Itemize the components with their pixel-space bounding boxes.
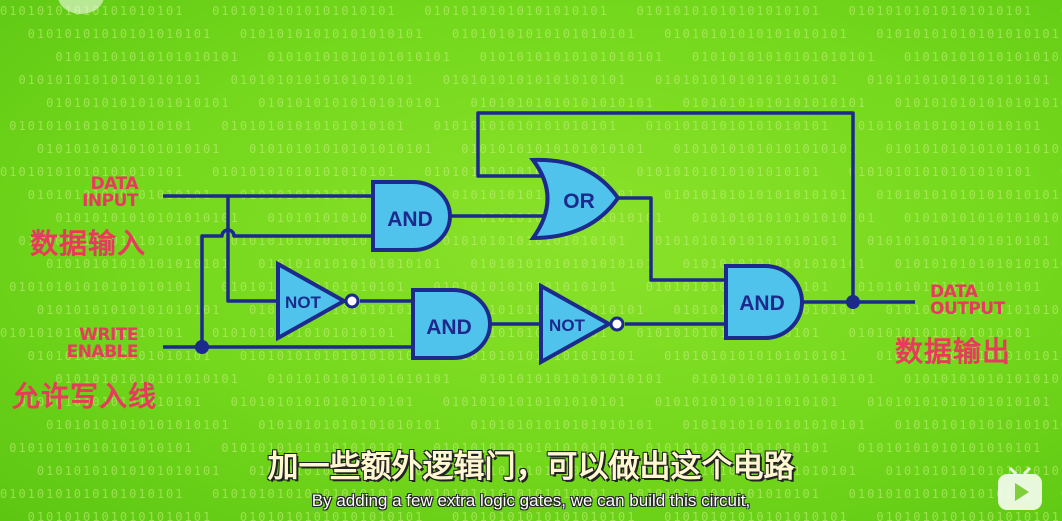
write-enable-cn-label: 允许写入线 (12, 380, 158, 413)
data-output-label: DATA OUTPUT (930, 284, 1020, 318)
and-gate-mid (411, 288, 492, 360)
not-gate-right-bubble (609, 316, 625, 332)
wire-write-enable-up (200, 228, 373, 347)
and-gate-top-label: AND (387, 208, 433, 231)
write-enable-label: WRITE ENABLE (60, 325, 139, 362)
not-gate-right-label: NOT (549, 316, 586, 335)
data-input-label: DATA INPUT (70, 176, 138, 210)
play-icon[interactable] (996, 466, 1044, 512)
and-gate-top (371, 180, 452, 252)
data-output-label-line2: OUTPUT (930, 299, 1005, 319)
data-output-cn-label: 数据输出 (895, 335, 1012, 368)
or-gate (529, 157, 621, 241)
not-gate-right (539, 282, 614, 366)
write-enable-label-line2: ENABLE (66, 342, 139, 362)
write-enable-label-line1: WRITE (79, 325, 138, 345)
or-gate-label: OR (563, 190, 595, 213)
not-gate-left-label: NOT (285, 293, 322, 312)
junction-write-enable (195, 340, 209, 354)
and-gate-out-label: AND (739, 292, 785, 315)
data-input-label-line2: INPUT (82, 191, 138, 211)
data-input-cn-label: 数据输入 (30, 227, 147, 260)
wire-or-to-and-out (618, 196, 726, 282)
wire-data-branch-to-not (226, 196, 278, 303)
not-gate-left-bubble (344, 293, 360, 309)
subtitle-english: By adding a few extra logic gates, we ca… (311, 491, 751, 510)
junction-output (846, 295, 860, 309)
data-output-label-line1: DATA (930, 282, 978, 302)
corner-avatar-icon (58, 0, 104, 14)
subtitle-chinese: 加一些额外逻辑门，可以做出这个电路 (267, 449, 795, 485)
not-gate-left (276, 260, 349, 342)
data-input-label-line1: DATA (90, 174, 139, 194)
and-gate-mid-label: AND (426, 316, 472, 339)
and-gate-out (724, 264, 804, 340)
wire-feedback (476, 111, 855, 302)
